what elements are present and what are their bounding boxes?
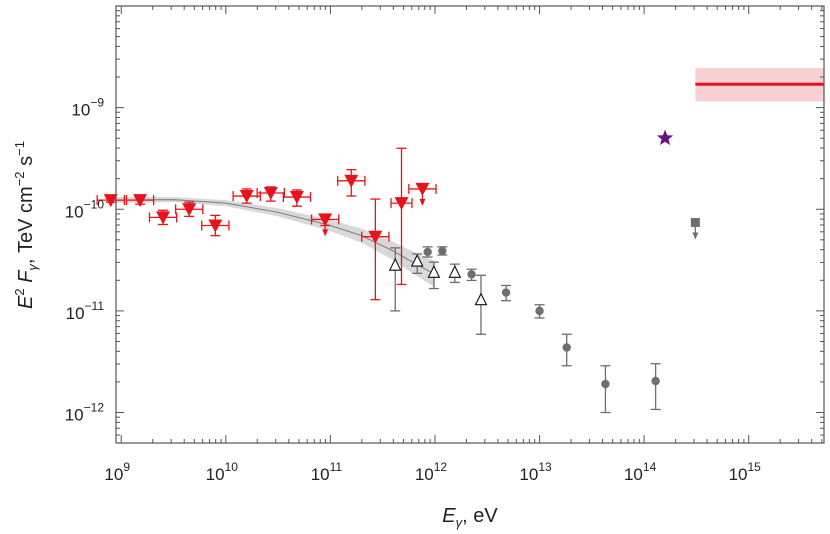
red-triangle-down-marker [263, 186, 278, 200]
purple-star-marker [657, 129, 674, 145]
red-triangle-down-marker [318, 213, 333, 227]
model-band-layer [115, 197, 436, 288]
y-tick-label: 10−12 [65, 401, 105, 425]
gray-circle-marker [562, 343, 571, 352]
x-tick-label: 1010 [206, 460, 239, 484]
x-tick-label: 1012 [415, 460, 448, 484]
model-uncertainty-band [116, 197, 435, 288]
gray-square-point-ul-arrow [692, 232, 699, 240]
gray-circle-marker [423, 247, 432, 257]
red-point-ul-arrow [322, 229, 329, 237]
x-tick-label: 1013 [519, 460, 552, 484]
gray-circle-marker [651, 376, 660, 386]
y-tick-label: 10−11 [66, 299, 105, 323]
x-axis-label: Eγ, eV [442, 505, 498, 530]
open-triangle-marker [410, 253, 424, 267]
red-triangle-down-marker [156, 211, 171, 225]
red-triangle-down-marker [103, 194, 118, 208]
y-axis-label: E2 Fγ, TeV cm−2 s−1 [12, 141, 40, 309]
x-tick-label: 1014 [624, 460, 657, 484]
gray-circle-marker [535, 306, 544, 316]
gray-square-marker [690, 217, 700, 227]
red-triangle-down-marker [239, 190, 254, 204]
x-tick-label: 1011 [311, 460, 343, 484]
y-tick-label: 10−10 [65, 197, 105, 221]
model-curve [115, 199, 436, 275]
axes-layer [115, 5, 825, 444]
open-triangle-marker [388, 257, 402, 271]
gray-circle-marker [501, 288, 511, 297]
x-tick-label: 1015 [729, 460, 762, 484]
red-triangle-down-marker [133, 194, 148, 208]
red-triangle-down-marker [208, 219, 223, 233]
x-tick-label: 109 [104, 460, 130, 484]
red-triangle-down-marker [394, 197, 409, 211]
open-triangle-marker [474, 292, 488, 306]
y-tick-label: 10−9 [71, 96, 104, 120]
red-point-ul-arrow [419, 198, 426, 206]
red-triangle-down-marker [368, 230, 383, 244]
red-triangle-down-marker [415, 182, 430, 196]
red-triangle-down-marker [344, 174, 359, 188]
open-triangle-marker [448, 265, 462, 278]
gray-circle-marker [467, 270, 476, 279]
gray-circle-marker [601, 379, 610, 389]
red-triangle-down-marker [182, 203, 197, 217]
tick-labels-layer: 109 1010 1011 1012 1013 1014 1015 10−12 10−11 10−… [65, 96, 761, 484]
data-points-layer [96, 67, 824, 414]
open-triangle-marker [427, 265, 441, 278]
red-triangle-down-marker [289, 191, 304, 205]
gray-circle-marker [438, 246, 447, 256]
